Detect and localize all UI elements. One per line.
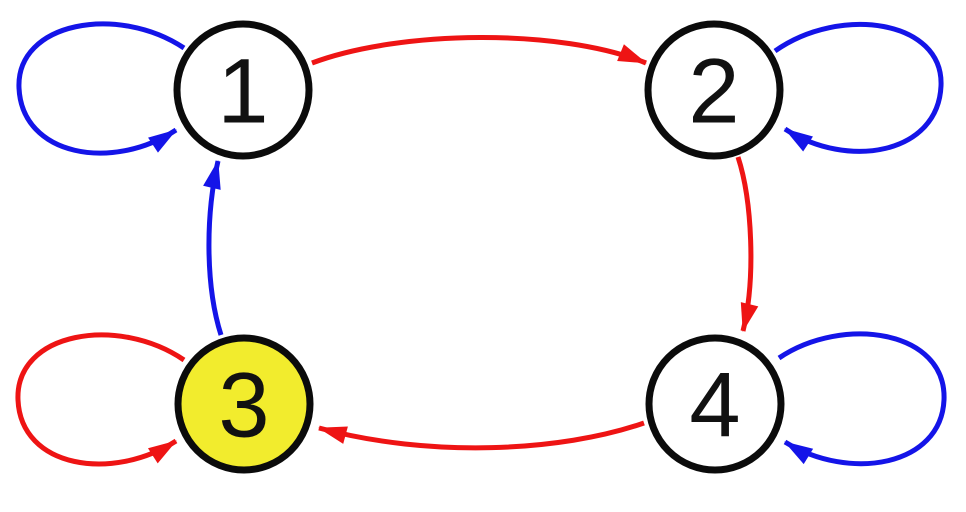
self-loop-edge-node-2 [773, 21, 944, 154]
nodes-layer: 1 2 3 4 [173, 20, 785, 474]
graph-node-3-highlighted: 3 [174, 334, 314, 474]
node-2-label: 2 [688, 41, 739, 143]
node-4-circle [645, 334, 785, 474]
edges-layer [15, 21, 947, 467]
graph-node-2: 2 [644, 20, 784, 160]
edge-node-4-to-node-3 [318, 420, 645, 451]
edge-node-1-to-node-2 [311, 35, 647, 66]
node-1-label: 1 [217, 41, 268, 143]
self-loop-edge-node-3 [15, 332, 186, 467]
node-4-label: 4 [689, 355, 740, 457]
node-2-circle [644, 20, 784, 160]
graph-node-1: 1 [173, 20, 313, 160]
node-1-circle [173, 20, 313, 160]
node-3-label: 3 [218, 355, 269, 457]
edge-node-3-to-node-1 [203, 160, 224, 336]
graph-node-4: 4 [645, 334, 785, 474]
self-loop-edge-node-1 [16, 21, 186, 156]
node-3-circle [174, 334, 314, 474]
self-loop-edge-node-4 [777, 331, 947, 467]
edge-node-2-to-node-4 [735, 156, 759, 332]
